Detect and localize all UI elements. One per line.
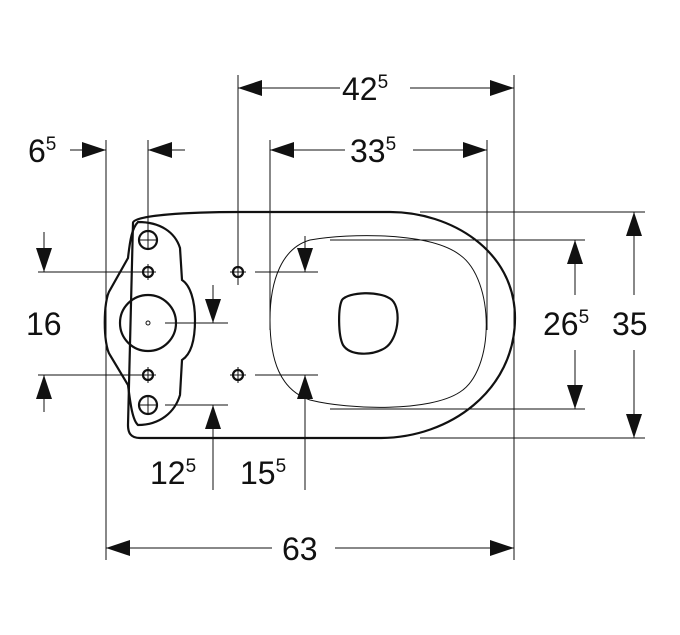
- dimension-33-5: 335: [270, 133, 487, 169]
- bolt-hole-bottom: [137, 394, 159, 416]
- svg-text:16: 16: [26, 306, 62, 342]
- svg-text:125: 125: [150, 455, 196, 491]
- dim-26-sup: 5: [579, 307, 590, 328]
- dim-63-main: 63: [282, 531, 318, 567]
- dimension-12-5: 125: [150, 285, 221, 491]
- dim-6-main: 6: [28, 133, 46, 169]
- svg-text:63: 63: [282, 531, 318, 567]
- rear-mounting-plate: [103, 220, 197, 427]
- dim-6-sup: 5: [46, 134, 57, 155]
- dim-42-main: 42: [342, 71, 378, 107]
- svg-text:335: 335: [350, 133, 396, 169]
- dim-15-sup: 5: [276, 456, 287, 477]
- svg-text:35: 35: [612, 306, 648, 342]
- fixing-point-rear-lower: [140, 367, 156, 383]
- dimension-26-5: 265: [543, 240, 589, 409]
- svg-text:155: 155: [240, 455, 286, 491]
- toilet-bowl-outline: [126, 210, 517, 440]
- dimension-16: 16: [26, 232, 62, 412]
- dim-33-sup: 5: [386, 134, 397, 155]
- dimension-63: 63: [106, 531, 514, 567]
- dim-15-main: 15: [240, 455, 276, 491]
- svg-text:65: 65: [28, 133, 56, 169]
- dimension-35: 35: [612, 212, 648, 438]
- drain-opening: [338, 292, 399, 355]
- fixing-point-seat-lower: [230, 367, 246, 383]
- svg-text:425: 425: [342, 71, 388, 107]
- dim-12-sup: 5: [186, 456, 197, 477]
- outlet-center-mark: [145, 320, 151, 326]
- fixing-point-rear-upper: [140, 264, 156, 280]
- dimension-15-5: 155: [240, 236, 313, 491]
- dim-16-main: 16: [26, 306, 62, 342]
- dimension-42-5: 425: [238, 71, 514, 107]
- bolt-hole-top: [137, 229, 159, 251]
- dimension-6-5: 65: [28, 133, 185, 169]
- dim-35-main: 35: [612, 306, 648, 342]
- dim-12-main: 12: [150, 455, 186, 491]
- extension-lines: [38, 75, 645, 560]
- dim-26-main: 26: [543, 306, 579, 342]
- dim-42-sup: 5: [378, 72, 389, 93]
- dim-33-main: 33: [350, 133, 386, 169]
- svg-text:265: 265: [543, 306, 589, 342]
